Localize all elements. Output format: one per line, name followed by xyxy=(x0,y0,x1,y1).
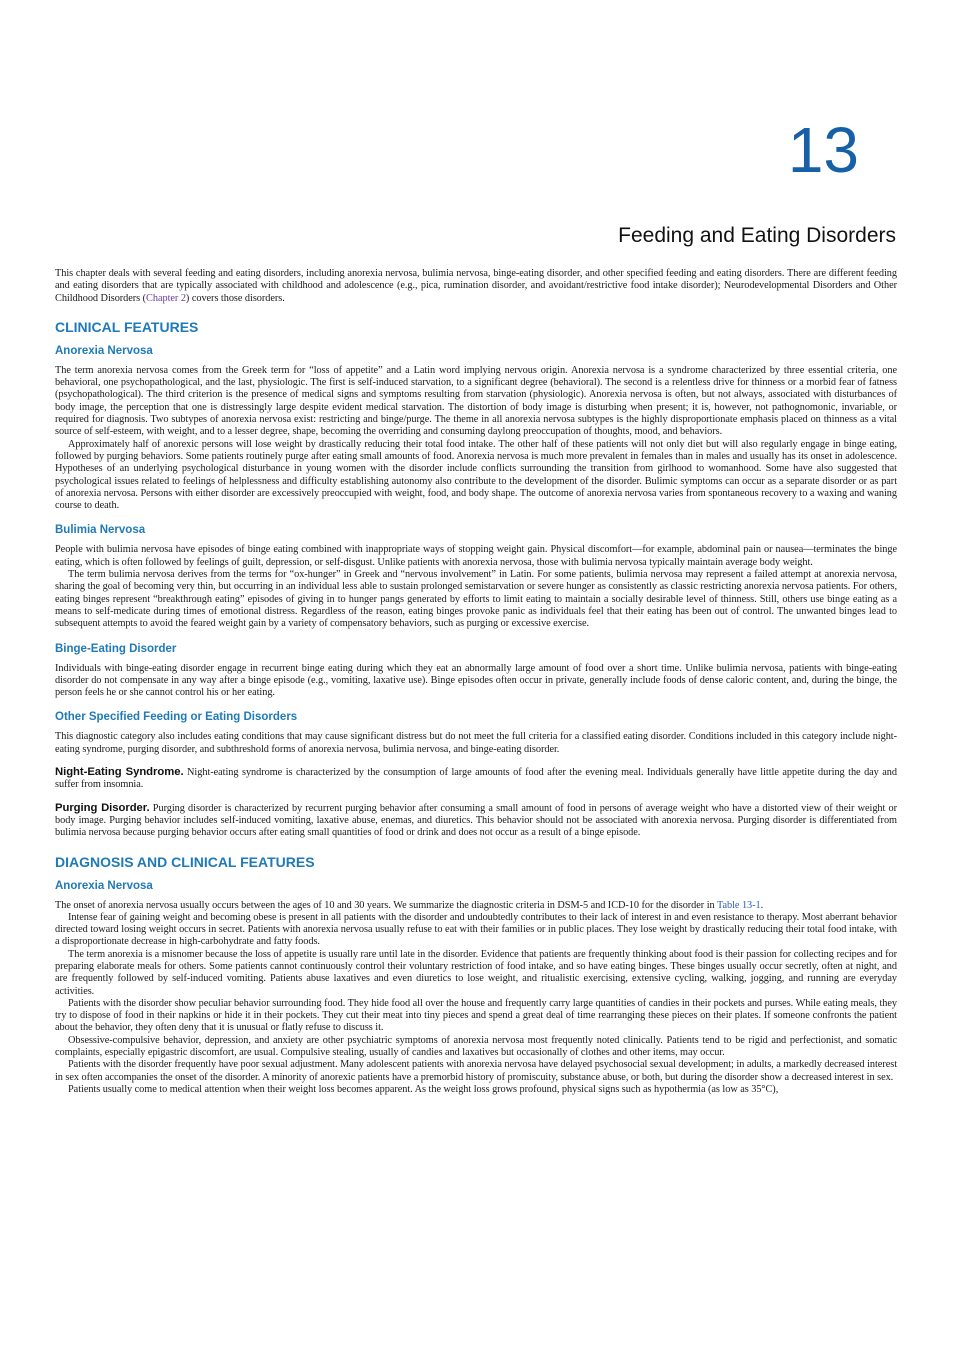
paragraph: The term anorexia nervosa comes from the… xyxy=(55,364,897,438)
chapter-title: Feeding and Eating Disorders xyxy=(618,224,896,247)
diagnosis-text-end: . xyxy=(760,899,764,911)
paragraph: This diagnostic category also includes e… xyxy=(55,731,897,755)
paragraph: The onset of anorexia nervosa usually oc… xyxy=(55,900,897,912)
subheading-anorexia-nervosa-diagnosis: Anorexia Nervosa xyxy=(55,879,153,892)
intro-paragraph: This chapter deals with several feeding … xyxy=(55,268,897,305)
paragraph: The term anorexia is a misnomer because … xyxy=(55,948,897,997)
purging-text: Purging disorder is characterized by rec… xyxy=(55,802,898,839)
intro-text-end: ) covers those disorders. xyxy=(185,292,285,304)
paragraph: People with bulimia nervosa have episode… xyxy=(55,544,897,568)
section-heading-clinical-features: CLINICAL FEATURES xyxy=(55,318,199,335)
paragraph: Patients with the disorder show peculiar… xyxy=(55,997,897,1034)
run-in-heading-purging: Purging Disorder. xyxy=(55,801,150,814)
subheading-bulimia-nervosa: Bulimia Nervosa xyxy=(55,524,146,537)
subheading-binge-eating-disorder: Binge-Eating Disorder xyxy=(55,642,177,655)
table-13-1-link[interactable]: Table 13-1 xyxy=(716,899,761,911)
paragraph: Approximately half of anorexic persons w… xyxy=(55,438,897,512)
night-eating-text: Night-eating syndrome is characterized b… xyxy=(55,767,898,791)
subheading-anorexia-nervosa: Anorexia Nervosa xyxy=(55,344,153,357)
purging-disorder-paragraph: Purging Disorder. Purging disorder is ch… xyxy=(55,802,897,840)
paragraph: Patients with the disorder frequently ha… xyxy=(55,1059,897,1083)
subheading-other-specified: Other Specified Feeding or Eating Disord… xyxy=(55,711,298,724)
paragraph: Patients usually come to medical attenti… xyxy=(68,1083,779,1095)
section-heading-diagnosis: DIAGNOSIS AND CLINICAL FEATURES xyxy=(55,853,315,870)
chapter-body: This chapter deals with several feeding … xyxy=(55,268,897,1096)
paragraph: Intense fear of gaining weight and becom… xyxy=(55,911,897,948)
paragraph: The term bulimia nervosa derives from th… xyxy=(55,569,897,630)
paragraph: Individuals with binge-eating disorder e… xyxy=(55,662,897,699)
chapter-2-link[interactable]: Chapter 2 xyxy=(146,292,186,304)
run-in-heading-night-eating: Night-Eating Syndrome. xyxy=(55,766,184,779)
paragraph: Obsessive-compulsive behavior, depressio… xyxy=(55,1034,897,1059)
night-eating-paragraph: Night-Eating Syndrome. Night-eating synd… xyxy=(55,766,897,792)
intro-text: This chapter deals with several feeding … xyxy=(55,268,897,304)
chapter-number: 13 xyxy=(787,114,859,186)
diagnosis-text: The onset of anorexia nervosa usually oc… xyxy=(55,899,717,911)
